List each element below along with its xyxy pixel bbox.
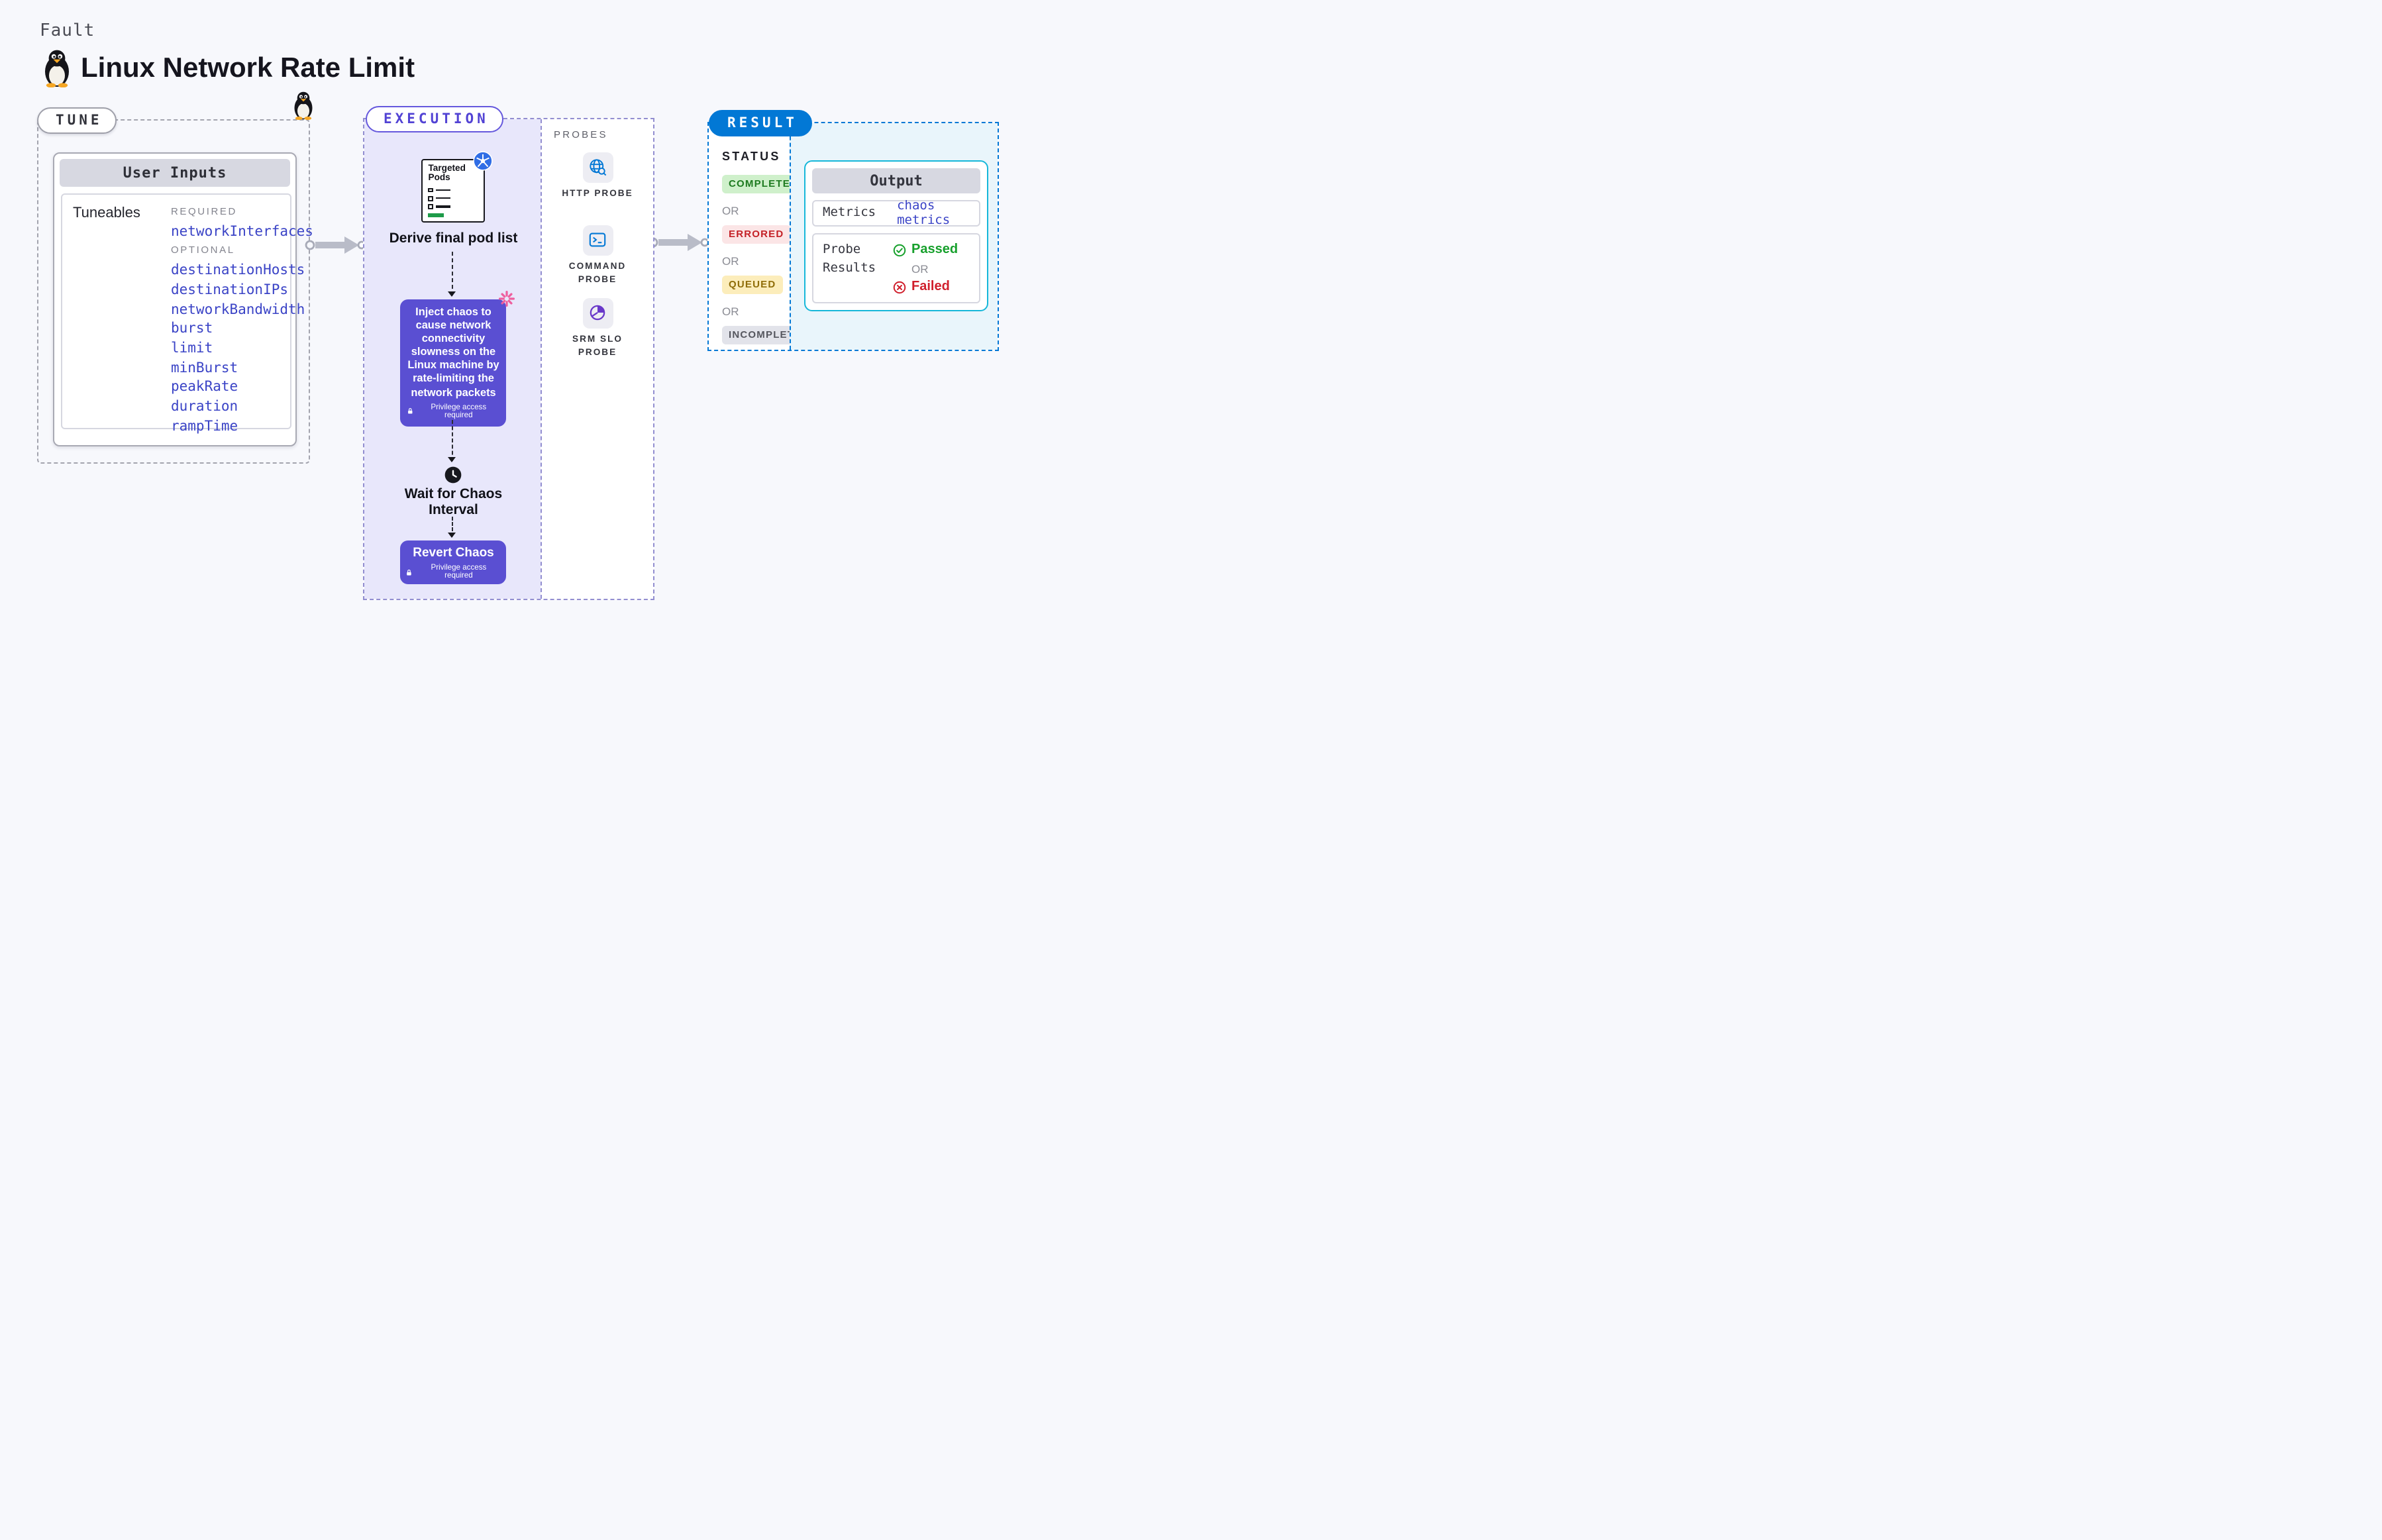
srm-slo-probe-tile xyxy=(582,297,613,328)
chaos-metrics-link[interactable]: chaos metrics xyxy=(897,199,951,228)
privilege-label: Privilege access required xyxy=(431,564,487,580)
http-probe-item: HTTP PROBE xyxy=(542,152,653,201)
tuneable-link-rampTime[interactable]: rampTime xyxy=(171,418,238,435)
execution-section: EXECUTION Targeted Pods xyxy=(362,105,654,599)
tune-to-execution-arrow xyxy=(305,233,366,257)
derive-pod-list-label: Derive final pod list xyxy=(389,230,518,246)
execution-to-result-arrow xyxy=(648,231,709,254)
tune-section-label: TUNE xyxy=(37,107,117,134)
passed-label: Passed xyxy=(911,242,958,257)
status-title: STATUS xyxy=(722,149,781,162)
execution-flow-panel: Targeted Pods Derive final pod list Inje… xyxy=(364,119,543,598)
revert-chaos-label: Revert Chaos xyxy=(413,545,494,560)
command-probe-item: COMMAND PROBE xyxy=(542,225,653,288)
probes-title: PROBES xyxy=(554,128,608,140)
srm-slo-probe-label: SRM SLO PROBE xyxy=(572,334,623,358)
tuneable-link-limit[interactable]: limit xyxy=(171,340,213,356)
pod-list-row xyxy=(428,187,479,193)
globe-search-icon xyxy=(590,159,607,176)
command-probe-label: COMMAND PROBE xyxy=(568,262,627,285)
http-probe-tile xyxy=(582,152,613,182)
metrics-label: Metrics xyxy=(823,205,876,220)
kubernetes-icon xyxy=(473,150,493,170)
lock-icon xyxy=(407,569,412,575)
tuneable-link-burst[interactable]: burst xyxy=(171,321,213,337)
output-header: Output xyxy=(812,168,980,193)
metrics-row: Metrics chaos metrics xyxy=(812,199,980,228)
targeted-pods-title: Targeted Pods xyxy=(428,164,466,183)
or-separator: OR xyxy=(722,304,739,317)
pie-chart-icon xyxy=(590,305,605,321)
flow-connector-arrow xyxy=(447,251,456,296)
result-section: RESULT STATUS COMPLETED OR ERRORED OR QU… xyxy=(707,109,999,351)
user-inputs-card: User Inputs Tuneables REQUIRED networkIn… xyxy=(53,152,313,446)
pod-list-row xyxy=(428,204,479,209)
command-probe-tile xyxy=(582,225,613,255)
tuneables-box: Tuneables REQUIRED networkInterfaces OPT… xyxy=(61,193,313,434)
output-card: Output Metrics chaos metrics Probe Resul… xyxy=(804,160,988,311)
or-separator: OR xyxy=(722,203,739,217)
probe-results-label: Probe Results xyxy=(823,242,876,276)
x-circle-icon xyxy=(893,280,906,293)
passed-line: Passed xyxy=(893,242,958,257)
pod-progress-bar xyxy=(428,213,444,218)
fault-kicker: Fault xyxy=(40,21,95,41)
srm-slo-probe-item: SRM SLO PROBE xyxy=(542,297,653,361)
targeted-pods-card: Targeted Pods xyxy=(421,150,493,222)
failed-label: Failed xyxy=(911,280,950,294)
linux-penguin-icon xyxy=(41,48,73,88)
tuneable-link-minBurst[interactable]: minBurst xyxy=(171,360,238,376)
tuneable-link-destinationHosts[interactable]: destinationHosts xyxy=(171,262,305,279)
or-separator: OR xyxy=(722,254,739,267)
page-title: Linux Network Rate Limit xyxy=(81,53,415,83)
or-separator: OR xyxy=(911,262,929,275)
chaos-spark-icon xyxy=(499,289,516,307)
output-panel: Output Metrics chaos metrics Probe Resul… xyxy=(790,123,998,350)
required-section-label: REQUIRED xyxy=(171,205,237,217)
tune-penguin-icon xyxy=(291,90,315,121)
tuneable-link-networkBandwidth[interactable]: networkBandwidth xyxy=(171,301,305,318)
revert-chaos-step: Revert Chaos Privilege access required xyxy=(400,540,507,584)
clock-icon xyxy=(445,466,462,483)
flow-connector-arrow xyxy=(447,516,456,537)
result-section-label: RESULT xyxy=(709,109,812,136)
wait-for-chaos-label: Wait for Chaos Interval xyxy=(404,486,503,518)
tuneable-link-peakRate[interactable]: peakRate xyxy=(171,379,238,395)
pod-list-row xyxy=(428,195,479,201)
failed-line: Failed xyxy=(893,280,958,294)
status-badge-queued: QUEUED xyxy=(722,275,783,293)
http-probe-label: HTTP PROBE xyxy=(562,189,633,198)
tuneable-link-destinationIPs[interactable]: destinationIPs xyxy=(171,282,289,298)
tune-section: TUNE User Inputs Tuneables REQUIRED netw… xyxy=(37,91,313,464)
privilege-badge: Privilege access required xyxy=(407,403,500,419)
status-badge-errored: ERRORED xyxy=(722,225,791,243)
tuneables-label: Tuneables xyxy=(73,205,140,221)
terminal-icon xyxy=(589,232,606,247)
inject-chaos-step: Inject chaos to cause network connectivi… xyxy=(400,289,515,427)
privilege-badge: Privilege access required xyxy=(406,564,501,580)
privilege-label: Privilege access required xyxy=(431,403,487,420)
check-circle-icon xyxy=(893,243,906,256)
optional-section-label: OPTIONAL xyxy=(171,244,235,256)
probe-results-row: Probe Results Passed OR xyxy=(812,233,980,303)
flow-connector-arrow xyxy=(447,419,456,462)
execution-section-label: EXECUTION xyxy=(365,105,503,132)
tuneable-link-networkInterfaces[interactable]: networkInterfaces xyxy=(171,223,313,240)
tuneable-link-duration[interactable]: duration xyxy=(171,399,238,415)
lock-icon xyxy=(408,409,413,415)
probes-panel: PROBES HTTP PROBE xyxy=(541,119,653,598)
probe-results-values: Passed OR Failed xyxy=(893,241,958,295)
inject-chaos-description: Inject chaos to cause network connectivi… xyxy=(407,305,499,399)
tuneables-list: REQUIRED networkInterfaces OPTIONAL dest… xyxy=(171,203,313,436)
user-inputs-header: User Inputs xyxy=(60,159,290,187)
